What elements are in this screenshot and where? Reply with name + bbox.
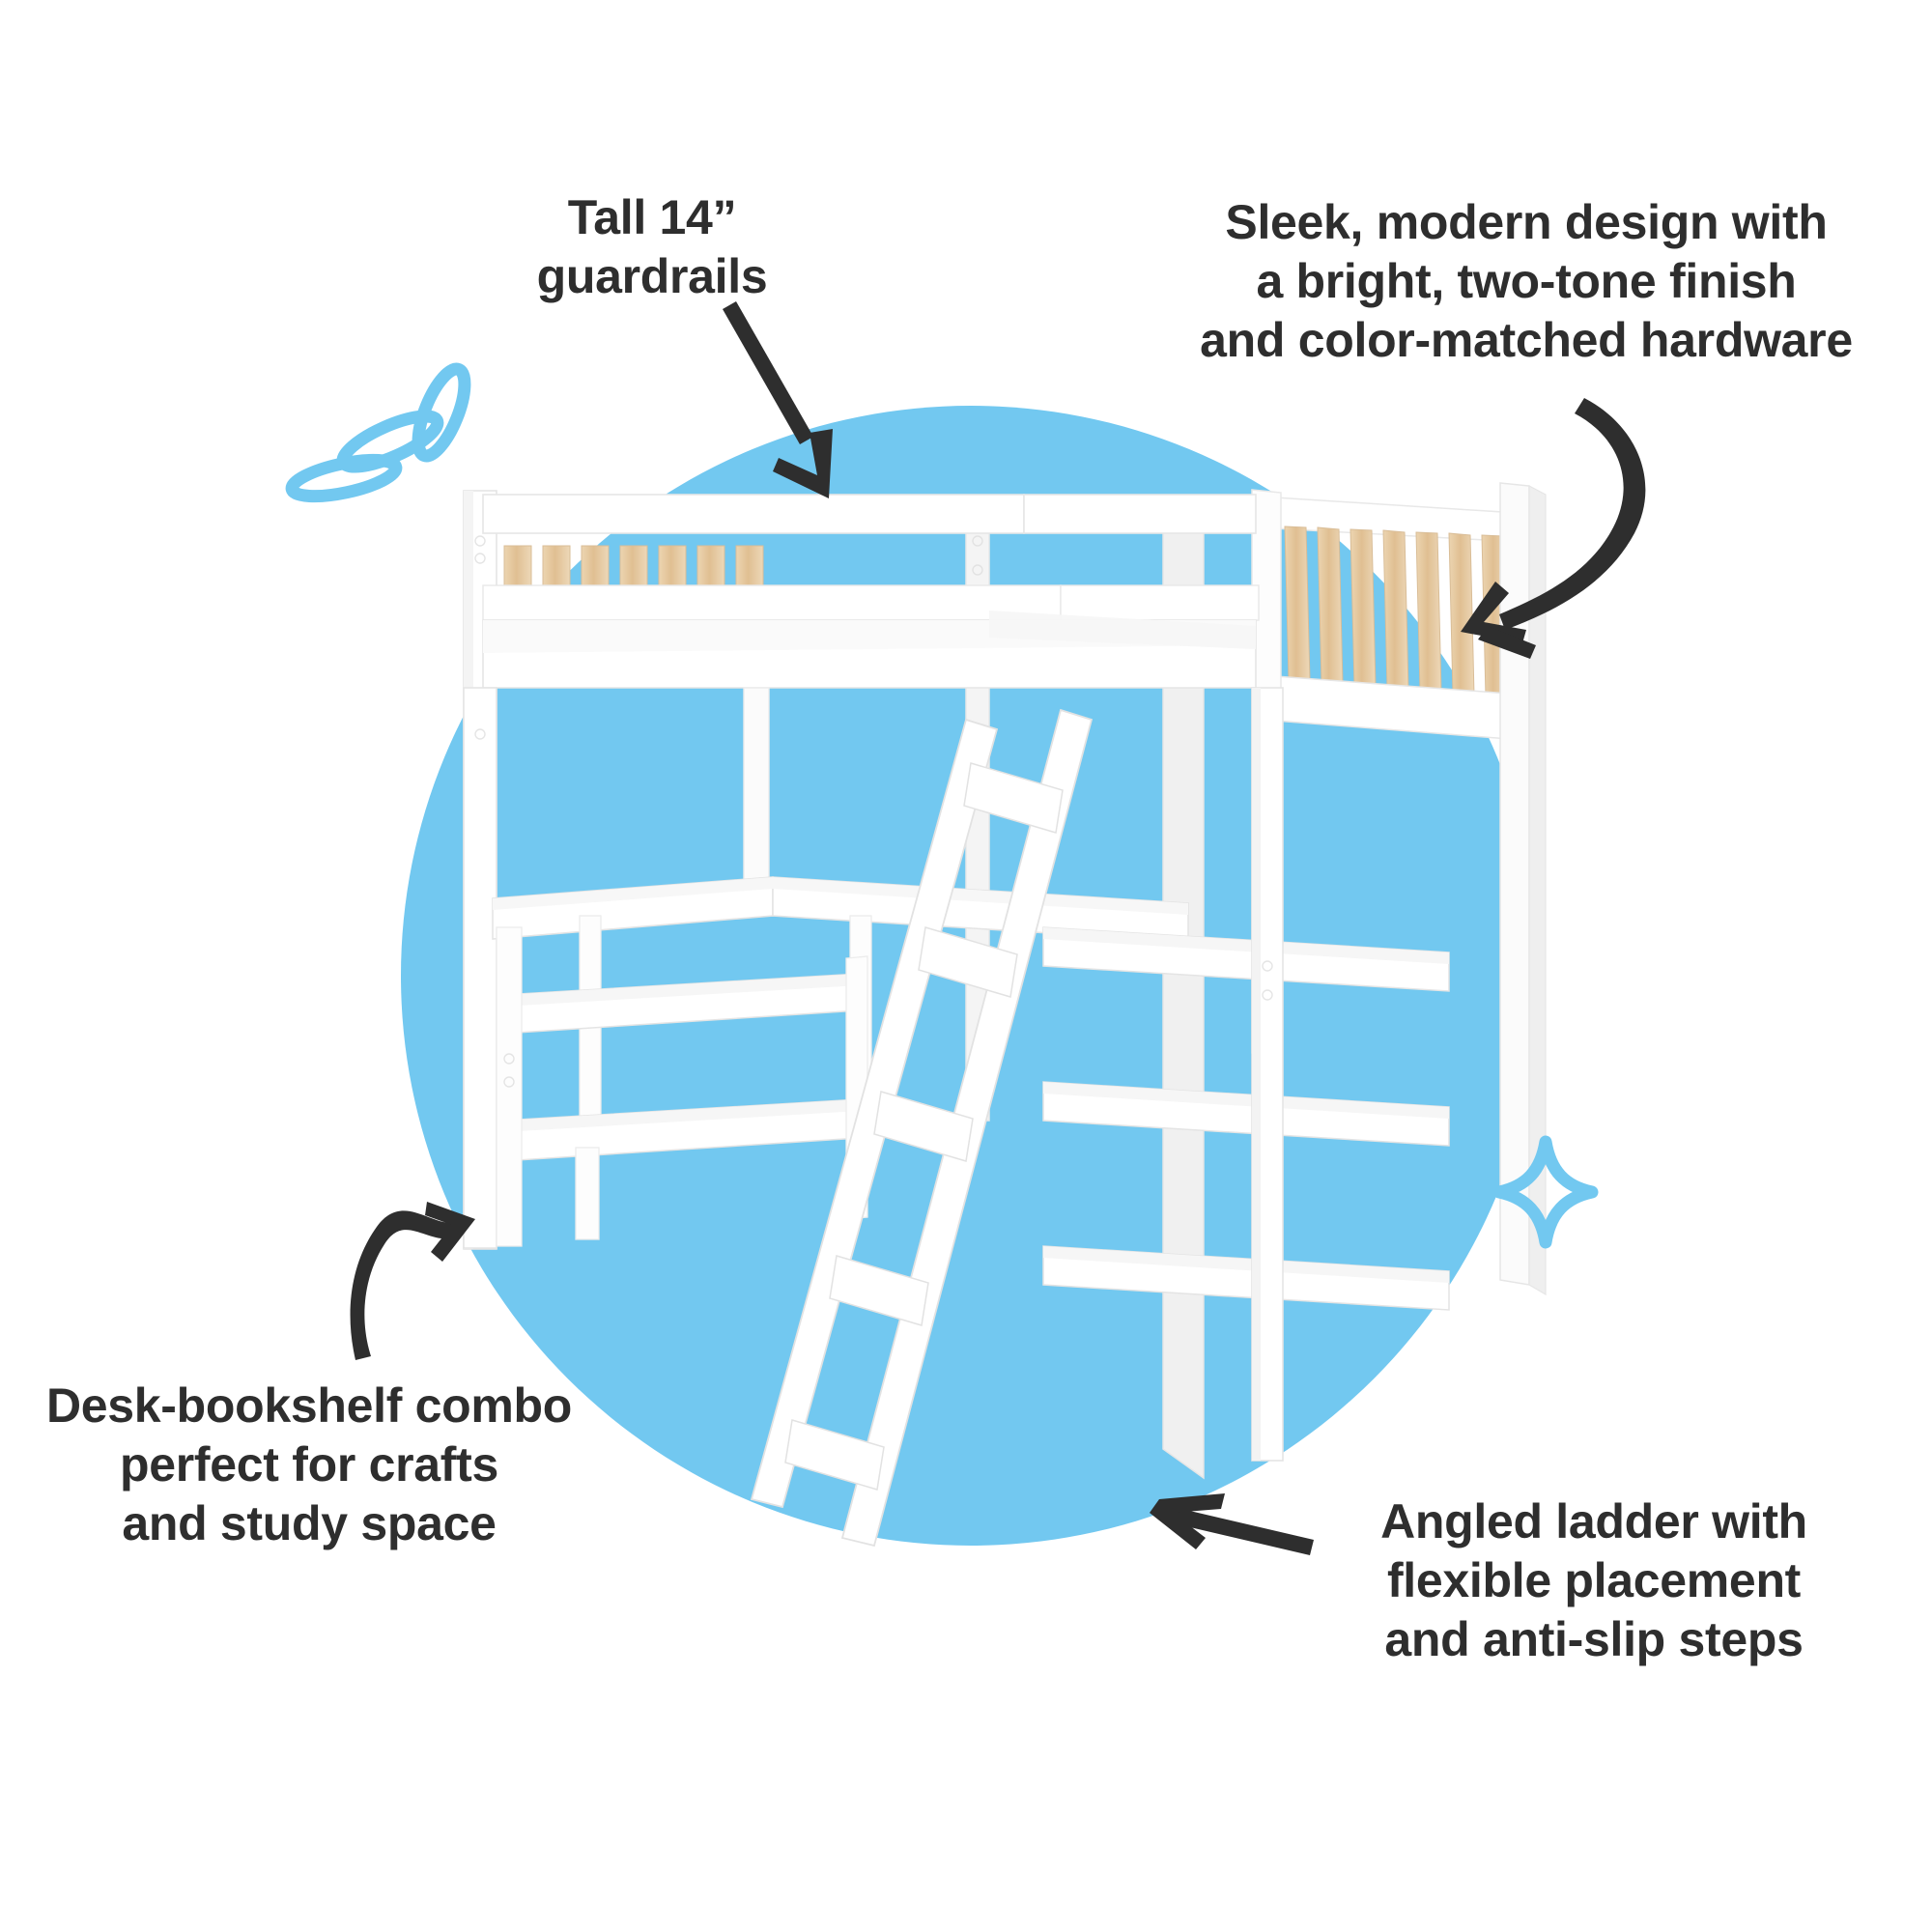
arrow-to-design-icon [1461,398,1646,659]
arrow-to-guardrails-icon [723,301,833,498]
arrow-to-desk-icon [350,1202,475,1360]
guardrail-slats [503,545,764,587]
sparkle-leaves-icon [285,362,471,503]
bed-frame-group [463,482,1547,1548]
arrow-to-ladder-icon [1150,1493,1314,1555]
ladder [750,708,1094,1548]
sparkle-star-icon [1492,1135,1599,1249]
headboard-right [1251,482,1547,1296]
